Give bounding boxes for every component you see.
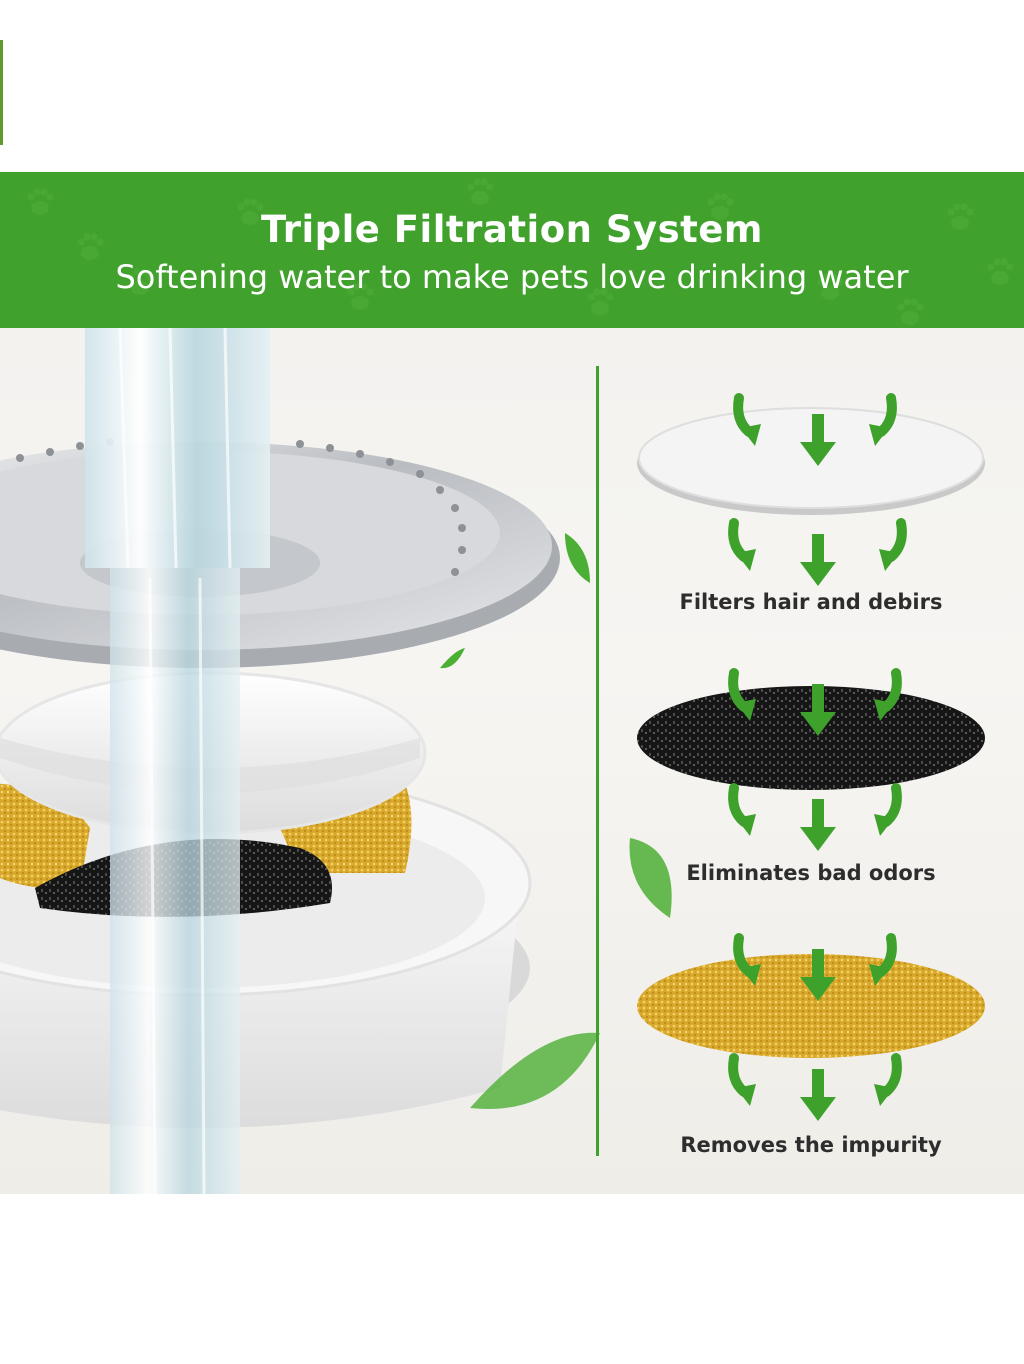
curved-arrow-icon <box>733 788 756 836</box>
white-plate-edge <box>0 738 420 793</box>
down-arrow-icon <box>800 799 836 851</box>
paw-print-icon <box>897 298 924 325</box>
water-column-bottom <box>110 568 240 1194</box>
leaf-icon <box>629 838 672 918</box>
accent-line <box>0 40 3 145</box>
leaf-icon <box>565 533 590 583</box>
curved-arrow-icon <box>733 523 756 571</box>
curved-arrow-icon <box>874 788 897 836</box>
filter-caption-1: Filters hair and debirs <box>679 590 943 614</box>
carbon-filter <box>637 686 985 790</box>
product-illustration <box>0 328 985 1194</box>
curved-arrow-icon <box>879 523 902 571</box>
paw-print-icon <box>467 178 494 205</box>
curved-arrow-icon <box>874 1058 897 1106</box>
water-column-top <box>85 328 270 568</box>
divider-line <box>596 366 599 1156</box>
banner-subtitle: Softening water to make pets love drinki… <box>115 258 909 296</box>
resin-filter <box>637 954 985 1058</box>
down-arrow-icon <box>800 1069 836 1121</box>
leaf-icon <box>440 648 465 669</box>
leaf-icon <box>470 1032 600 1110</box>
foam-filter <box>638 407 984 509</box>
filter-caption-3: Removes the impurity <box>680 1133 942 1157</box>
down-arrow-icon <box>800 534 836 586</box>
header-banner: Triple Filtration System Softening water… <box>0 172 1024 328</box>
curved-arrow-icon <box>733 1058 756 1106</box>
filter-caption-2: Eliminates bad odors <box>686 861 936 885</box>
product-scene: Filters hair and debirs Eliminates bad o… <box>0 328 1024 1194</box>
tray-holes <box>16 438 466 576</box>
banner-title: Triple Filtration System <box>261 208 763 251</box>
